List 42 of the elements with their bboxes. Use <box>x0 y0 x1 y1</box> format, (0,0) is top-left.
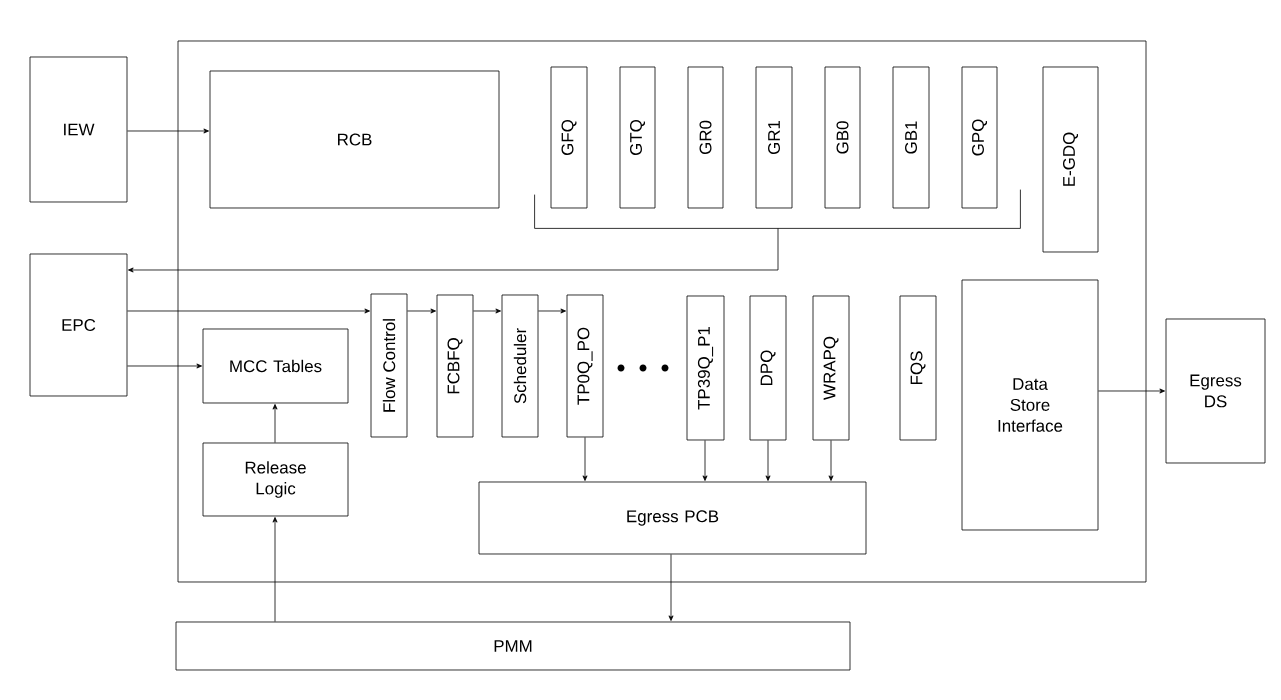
process-box: Release Logic <box>202 442 349 517</box>
arrow <box>127 363 202 369</box>
process-box: Data Store Interface <box>961 279 1099 531</box>
vertical-box: Scheduler <box>501 294 539 438</box>
arrow <box>127 308 370 314</box>
process-box: Egress DS <box>1165 318 1266 464</box>
process-box: Egress PCB <box>478 481 867 555</box>
arrow <box>272 404 278 443</box>
arrow <box>272 517 278 622</box>
vertical-box: GR0 <box>687 66 724 209</box>
vertical-box: FQS <box>899 295 937 441</box>
arrow <box>538 308 566 314</box>
vertical-box: Flow Control <box>370 293 408 438</box>
process-box: RCB <box>209 70 500 209</box>
vertical-box: WRAPQ <box>812 295 850 441</box>
vertical-box: FCBFQ <box>436 294 474 438</box>
process-box: IEW <box>29 56 128 203</box>
vertical-box: GPQ <box>961 66 998 209</box>
process-box: MCC Tables <box>202 328 349 404</box>
vertical-box: GTQ <box>619 66 656 209</box>
arrow <box>128 228 779 273</box>
vertical-box: GB1 <box>892 66 930 209</box>
arrow <box>828 440 834 481</box>
arrow <box>702 440 708 481</box>
arrow <box>582 437 588 481</box>
arrow <box>127 128 209 134</box>
container-box <box>177 40 1147 583</box>
arrow <box>765 440 771 481</box>
vertical-box: GB0 <box>824 66 861 209</box>
arrow <box>407 308 436 314</box>
vertical-box: DPQ <box>749 295 787 441</box>
process-box: EPC <box>29 253 128 397</box>
bracket <box>534 189 1021 229</box>
vertical-box: E-GDQ <box>1042 66 1099 253</box>
arrow <box>1098 388 1165 394</box>
vertical-box: TP39Q_P1 <box>686 295 725 441</box>
vertical-box: GFQ <box>550 66 588 209</box>
vertical-box: GR1 <box>755 66 793 209</box>
process-box: PMM <box>175 621 851 671</box>
arrow <box>473 308 501 314</box>
vertical-box: TP0Q_PO <box>566 294 604 438</box>
arrow <box>668 554 674 621</box>
